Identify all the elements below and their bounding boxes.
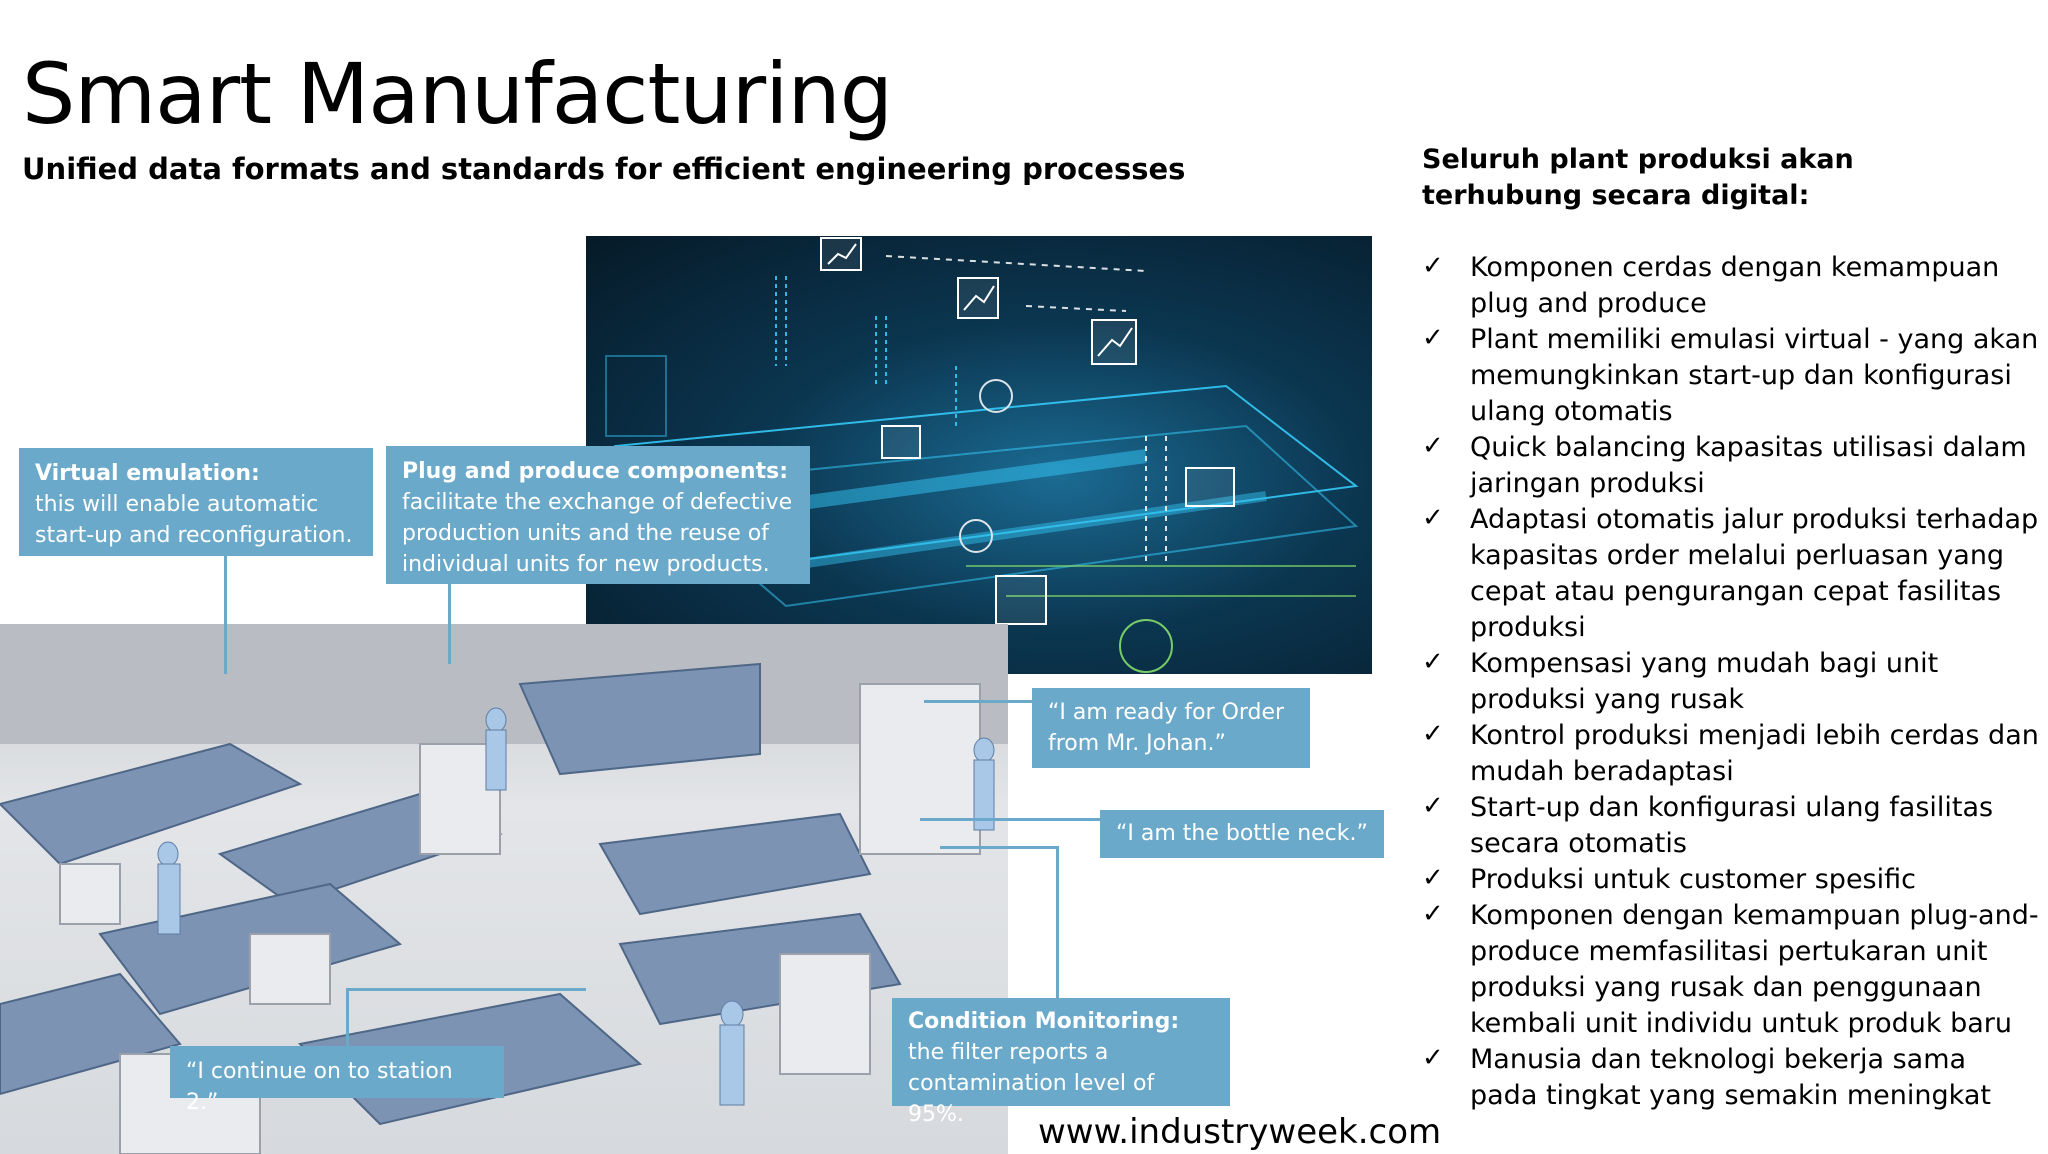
benefit-list-item: ✓ Produksi untuk customer spesific	[1422, 862, 2040, 898]
factory-floor-image	[0, 624, 1008, 1154]
callout-virtual-emulation: Virtual emulation: this will enable auto…	[19, 448, 373, 556]
benefit-list-item: ✓ Start-up dan konfigurasi ulang fasilita…	[1422, 790, 2040, 862]
benefit-text: Adaptasi otomatis jalur produksi terhada…	[1470, 504, 2039, 643]
callout-plug-and-produce: Plug and produce components: facilitate …	[386, 446, 810, 584]
checkmark-icon: ✓	[1422, 1043, 1444, 1073]
callout-body: the filter reports a contamination level…	[908, 1040, 1155, 1127]
checkmark-icon: ✓	[1422, 647, 1444, 677]
slide-subtitle: Unified data formats and standards for e…	[22, 152, 1186, 186]
benefit-text: Komponen cerdas dengan kemampuan plug an…	[1470, 252, 2000, 319]
benefit-text: Manusia dan teknologi bekerja sama pada …	[1470, 1044, 1991, 1111]
callout-body: this will enable automatic start-up and …	[35, 492, 353, 548]
benefit-text: Kontrol produksi menjadi lebih cerdas da…	[1470, 720, 2039, 787]
callout-heading: Plug and produce components:	[402, 459, 788, 484]
right-heading: Seluruh plant produksi akan terhubung se…	[1422, 144, 1854, 211]
benefit-list-item: ✓ Kontrol produksi menjadi lebih cerdas d…	[1422, 718, 2040, 790]
callout-body: “I am ready for Order from Mr. Johan.”	[1048, 700, 1285, 756]
checkmark-icon: ✓	[1422, 899, 1444, 929]
connector-line	[346, 988, 586, 991]
callout-heading: Condition Monitoring:	[908, 1009, 1180, 1034]
callout-body: “I continue on to station 2.”	[186, 1059, 453, 1115]
benefit-list-item: ✓ Manusia dan teknologi bekerja sama pada…	[1422, 1042, 2040, 1114]
benefit-list-item: ✓ Komponen dengan kemampuan plug-and-prod…	[1422, 898, 2040, 1042]
benefit-text: Produksi untuk customer spesific	[1470, 864, 1916, 895]
connector-line	[924, 700, 1032, 703]
benefit-list-item: ✓ Quick balancing kapasitas utilisasi dal…	[1422, 430, 2040, 502]
benefit-text: Start-up dan konfigurasi ulang fasilitas…	[1470, 792, 1994, 859]
connector-line	[920, 818, 1100, 821]
callout-station-2: “I continue on to station 2.”	[170, 1046, 504, 1115]
benefit-text: Quick balancing kapasitas utilisasi dala…	[1470, 432, 2027, 499]
checkmark-icon: ✓	[1422, 503, 1444, 533]
callout-condition-monitoring: Condition Monitoring: the filter reports…	[892, 998, 1230, 1127]
connector-line	[346, 988, 349, 1046]
connector-line	[940, 846, 1056, 849]
benefit-text: Komponen dengan kemampuan plug-and-produ…	[1470, 900, 2039, 1039]
callout-body: “I am the bottle neck.”	[1116, 821, 1368, 846]
benefit-list-item: ✓ Kompensasi yang mudah bagi unit produks…	[1422, 646, 2040, 718]
callout-heading: Virtual emulation:	[35, 461, 260, 486]
connector-line	[1056, 846, 1059, 998]
checkmark-icon: ✓	[1422, 251, 1444, 281]
benefit-list-item: ✓ Komponen cerdas dengan kemampuan plug a…	[1422, 250, 2040, 322]
callout-ready-for-order: “I am ready for Order from Mr. Johan.”	[1032, 688, 1310, 768]
connector-line	[448, 584, 451, 664]
benefit-list-item: ✓ Plant memiliki emulasi virtual - yang a…	[1422, 322, 2040, 430]
connector-line	[224, 556, 227, 674]
benefit-list-item: ✓ Adaptasi otomatis jalur produksi terhad…	[1422, 502, 2040, 646]
checkmark-icon: ✓	[1422, 863, 1444, 893]
benefit-text: Plant memiliki emulasi virtual - yang ak…	[1470, 324, 2039, 427]
benefit-list: ✓ Komponen cerdas dengan kemampuan plug a…	[1422, 250, 2040, 1114]
callout-body: facilitate the exchange of defective pro…	[402, 490, 793, 577]
callout-bottle-neck: “I am the bottle neck.”	[1100, 810, 1384, 858]
checkmark-icon: ✓	[1422, 791, 1444, 821]
checkmark-icon: ✓	[1422, 323, 1444, 353]
benefit-text: Kompensasi yang mudah bagi unit produksi…	[1470, 648, 1939, 715]
slide-title: Smart Manufacturing	[22, 45, 893, 143]
checkmark-icon: ✓	[1422, 719, 1444, 749]
checkmark-icon: ✓	[1422, 431, 1444, 461]
source-url: www.industryweek.com	[1038, 1112, 1442, 1152]
